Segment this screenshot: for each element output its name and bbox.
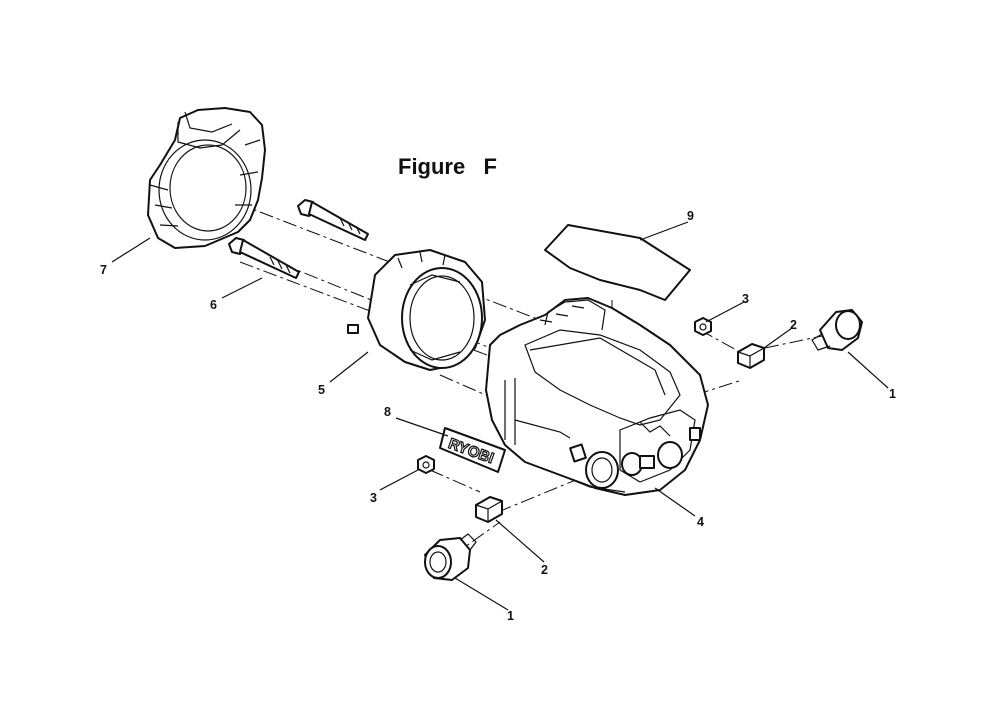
callout-2-lower: 2: [541, 563, 548, 577]
callout-5: 5: [318, 383, 325, 397]
part-5-field-stator: [347, 249, 486, 371]
callout-6: 6: [210, 298, 217, 312]
part-8-logo-nameplate: RYOBI: [439, 427, 506, 473]
figure-title: Figure F: [398, 154, 497, 179]
part-6-screws: [228, 199, 369, 279]
callout-7: 7: [100, 263, 107, 277]
part-3-nuts: [417, 317, 712, 474]
part-1-brush-caps: [424, 309, 863, 581]
leader-lines: [111, 237, 889, 611]
part-4-motor-housing: [485, 297, 709, 496]
callout-9: 9: [687, 209, 694, 223]
callout-1-lower: 1: [507, 609, 514, 623]
callout-2-upper: 2: [790, 318, 797, 332]
callout-labels: 7 6 5 8 3 9 3 2 1 4 2 1: [100, 209, 896, 623]
part-2-brush-holders: [475, 343, 765, 523]
callout-3-upper: 3: [742, 292, 749, 306]
part-7-fan-baffle: [147, 107, 266, 249]
callout-3-lower: 3: [370, 491, 377, 505]
part-9-label: [544, 221, 691, 301]
callout-8: 8: [384, 405, 391, 419]
callout-4: 4: [697, 515, 704, 529]
callout-1-upper: 1: [889, 387, 896, 401]
